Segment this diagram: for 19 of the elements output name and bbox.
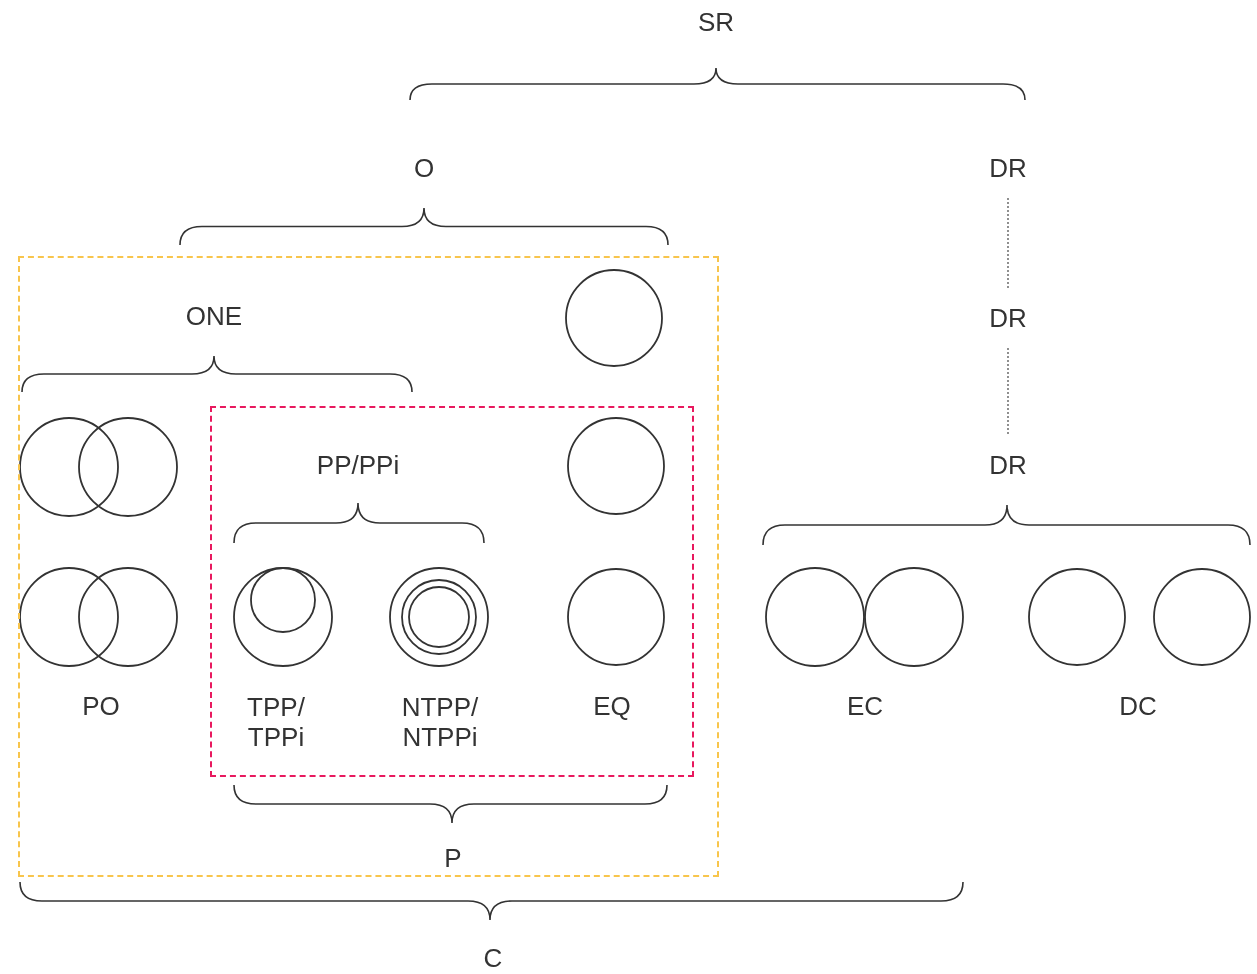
relation-label: P [444,843,462,873]
relation-label: C [483,943,503,973]
relation-label: DC [1119,691,1157,721]
relation-label: PO [82,691,120,721]
dashed-region [210,406,694,777]
relation-label: EQ [593,691,631,721]
relation-label: EC [846,691,884,721]
relation-label: DR [988,449,1028,481]
relation-label: TPP/ TPPi [246,692,306,752]
relation-label: DR [988,302,1028,334]
dotted-connector [1007,347,1009,436]
relation-label: PP/PPi [316,450,400,480]
relation-label: NTPP/ NTPPi [400,692,480,752]
relation-label: SR [697,7,735,37]
relation-label: O [413,153,435,183]
relation-label: ONE [185,301,243,331]
relation-label: DR [988,152,1028,184]
dashed-region [18,256,719,877]
dotted-connector [1007,197,1009,289]
